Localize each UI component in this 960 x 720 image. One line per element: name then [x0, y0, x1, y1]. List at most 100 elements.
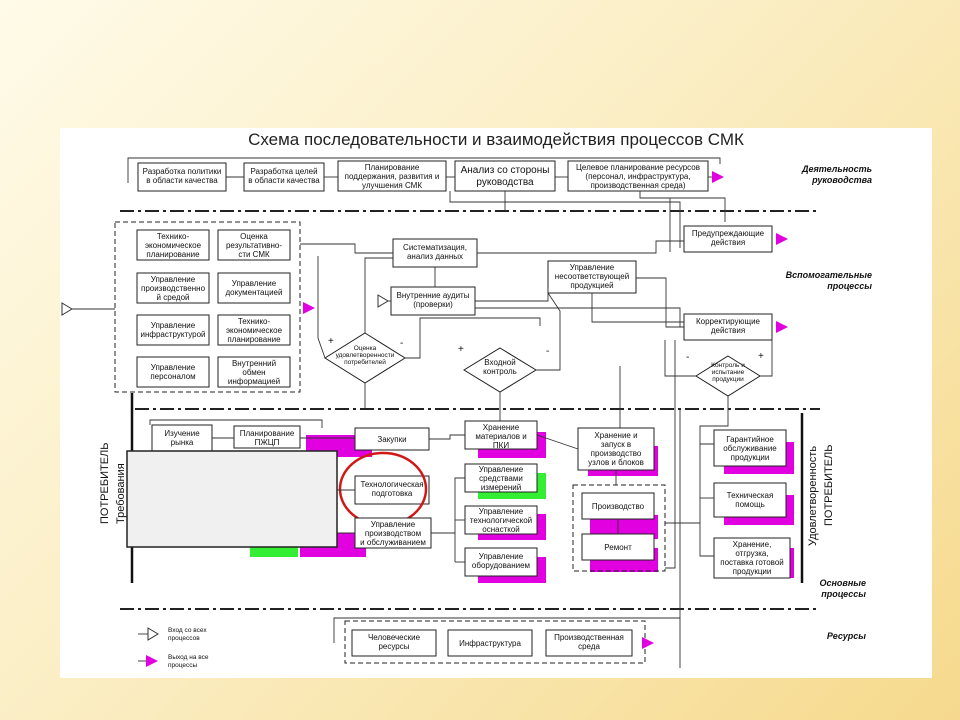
- side-label-satisfaction: Удовлетворенность: [807, 446, 819, 546]
- main-box-production: Производство: [581, 492, 655, 520]
- blank-panel: [126, 450, 338, 548]
- output-arrow-management: [712, 171, 724, 183]
- sign-plus-3: +: [758, 351, 764, 362]
- svg-text:Систематизация,анализ данных: Систематизация,анализ данных: [403, 243, 467, 261]
- svg-text:Ремонт: Ремонт: [604, 543, 632, 552]
- svg-text:Целевое планирование ресурсов(: Целевое планирование ресурсов(персонал, …: [576, 163, 700, 190]
- analysis-box-audits: Внутренние аудиты(проверки): [390, 286, 476, 316]
- sign-minus-2: -: [546, 346, 549, 357]
- main-box-purchases: Закупки: [354, 427, 430, 451]
- main-box-repair: Ремонт: [581, 533, 655, 561]
- sign-plus-1: +: [328, 336, 334, 347]
- svg-text:Внутренние аудиты(проверки): Внутренние аудиты(проверки): [397, 291, 470, 309]
- svg-text:Закупки: Закупки: [377, 435, 406, 444]
- sign-plus-2: +: [458, 344, 464, 355]
- slide: Схема последовательности и взаимодействи…: [60, 128, 932, 678]
- svg-text:Производство: Производство: [592, 502, 645, 511]
- side-label-consumer: ПОТРЕБИТЕЛЬ: [823, 445, 835, 526]
- input-arrow-left: [61, 302, 73, 316]
- legend-input-arrow-icon: [147, 627, 159, 641]
- production-group: [572, 484, 666, 572]
- side-label-consumer-requirements: ПОТРЕБИТЕЛЬ: [99, 443, 111, 524]
- svg-text:Хранение,отгрузка,поставка гот: Хранение,отгрузка,поставка готовойпродук…: [720, 540, 784, 576]
- output-arrow-support: [303, 302, 315, 314]
- sign-minus-1: -: [400, 338, 403, 349]
- page-title: Схема последовательности и взаимодействи…: [248, 130, 744, 149]
- resource-box-infrastructure: Инфраструктура: [447, 629, 533, 657]
- legend-output-arrow-icon: [146, 655, 158, 667]
- sign-minus-3: -: [686, 352, 689, 363]
- support-processes-group: [114, 221, 301, 393]
- management-box-resources: Целевое планирование ресурсов(персонал, …: [567, 160, 709, 192]
- section-label-resources: Ресурсы: [827, 631, 866, 641]
- svg-text:Инфраструктура: Инфраструктура: [459, 639, 521, 648]
- analysis-box-systematization: Систематизация,анализ данных: [392, 238, 478, 268]
- qms-diagram: Схема последовательности и взаимодействи…: [61, 130, 873, 669]
